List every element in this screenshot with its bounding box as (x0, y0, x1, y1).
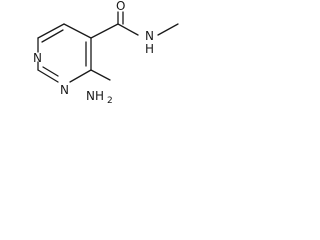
bond-c6-c5 (37, 23, 65, 39)
bond-n-methyl (157, 23, 179, 36)
atom-label-ring-n-bottom: N (60, 83, 69, 97)
atom-label-amine-n: NH (86, 89, 104, 103)
bond-carbonyl-n (117, 23, 139, 36)
bond-n3-c2 (37, 69, 59, 83)
bond-c4a-n3 (69, 69, 92, 83)
chemical-structure: N N O N H NH 2 (33, 0, 179, 106)
bond-n3-c2-inner (42, 66, 59, 77)
bond-ring-amine (90, 69, 111, 81)
bond-c5-c4 (63, 23, 92, 39)
atom-label-amine-sub: 2 (107, 96, 113, 106)
pyrimidine-ring (37, 23, 92, 83)
atom-label-amide-n: N (145, 29, 154, 43)
substituent-bonds (90, 11, 179, 81)
atom-label-amide-h: H (145, 42, 154, 56)
bond-ring-carbonyl (90, 23, 119, 39)
atom-label-ring-n-top: N (33, 51, 42, 65)
bond-c6-c5-inner (41, 29, 64, 43)
atom-label-carbonyl-o: O (116, 0, 125, 13)
